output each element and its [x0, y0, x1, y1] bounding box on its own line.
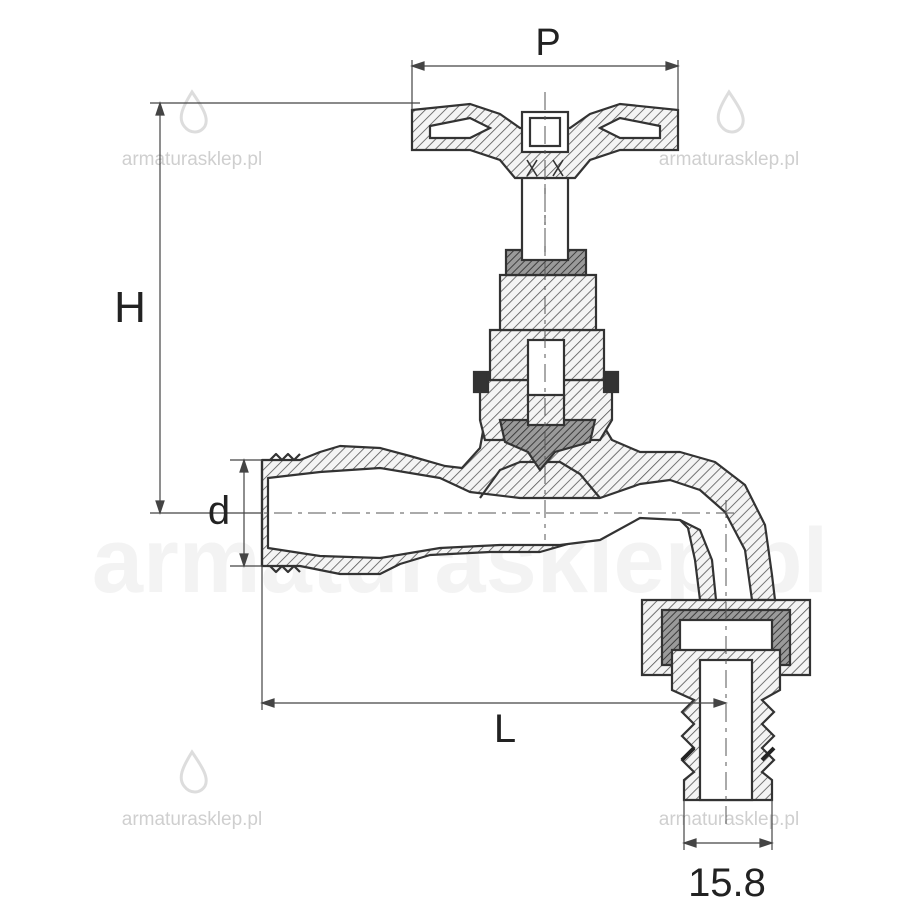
watermark-top-left: armaturasklep.pl: [122, 89, 262, 170]
svg-text:armaturasklep.pl: armaturasklep.pl: [122, 149, 262, 170]
watermark-top-right: armaturasklep.pl: [659, 89, 799, 170]
drop-logo-icon: [716, 89, 745, 134]
hose-connector: [670, 648, 782, 802]
valve-disc: [498, 393, 597, 472]
spindle: [520, 168, 570, 262]
tap-body: [260, 418, 777, 602]
watermark-bottom-left: armaturasklep.pl: [122, 749, 262, 830]
dimension-label-p: P: [535, 22, 560, 64]
dimension-label-l: L: [494, 707, 516, 751]
svg-text:armaturasklep.pl: armaturasklep.pl: [122, 809, 262, 830]
dimension-label-h: H: [114, 283, 146, 332]
svg-text:armaturasklep.pl: armaturasklep.pl: [659, 809, 799, 830]
drop-logo-icon: [179, 749, 208, 794]
bonnet: [472, 248, 620, 442]
dimension-lines: [150, 60, 774, 850]
centerlines: [240, 92, 740, 830]
dimension-label-outlet: 15.8: [688, 861, 766, 905]
dimension-label-d: d: [208, 489, 230, 533]
svg-text:armaturasklep.pl: armaturasklep.pl: [659, 149, 799, 170]
drop-logo-icon: [179, 89, 208, 134]
